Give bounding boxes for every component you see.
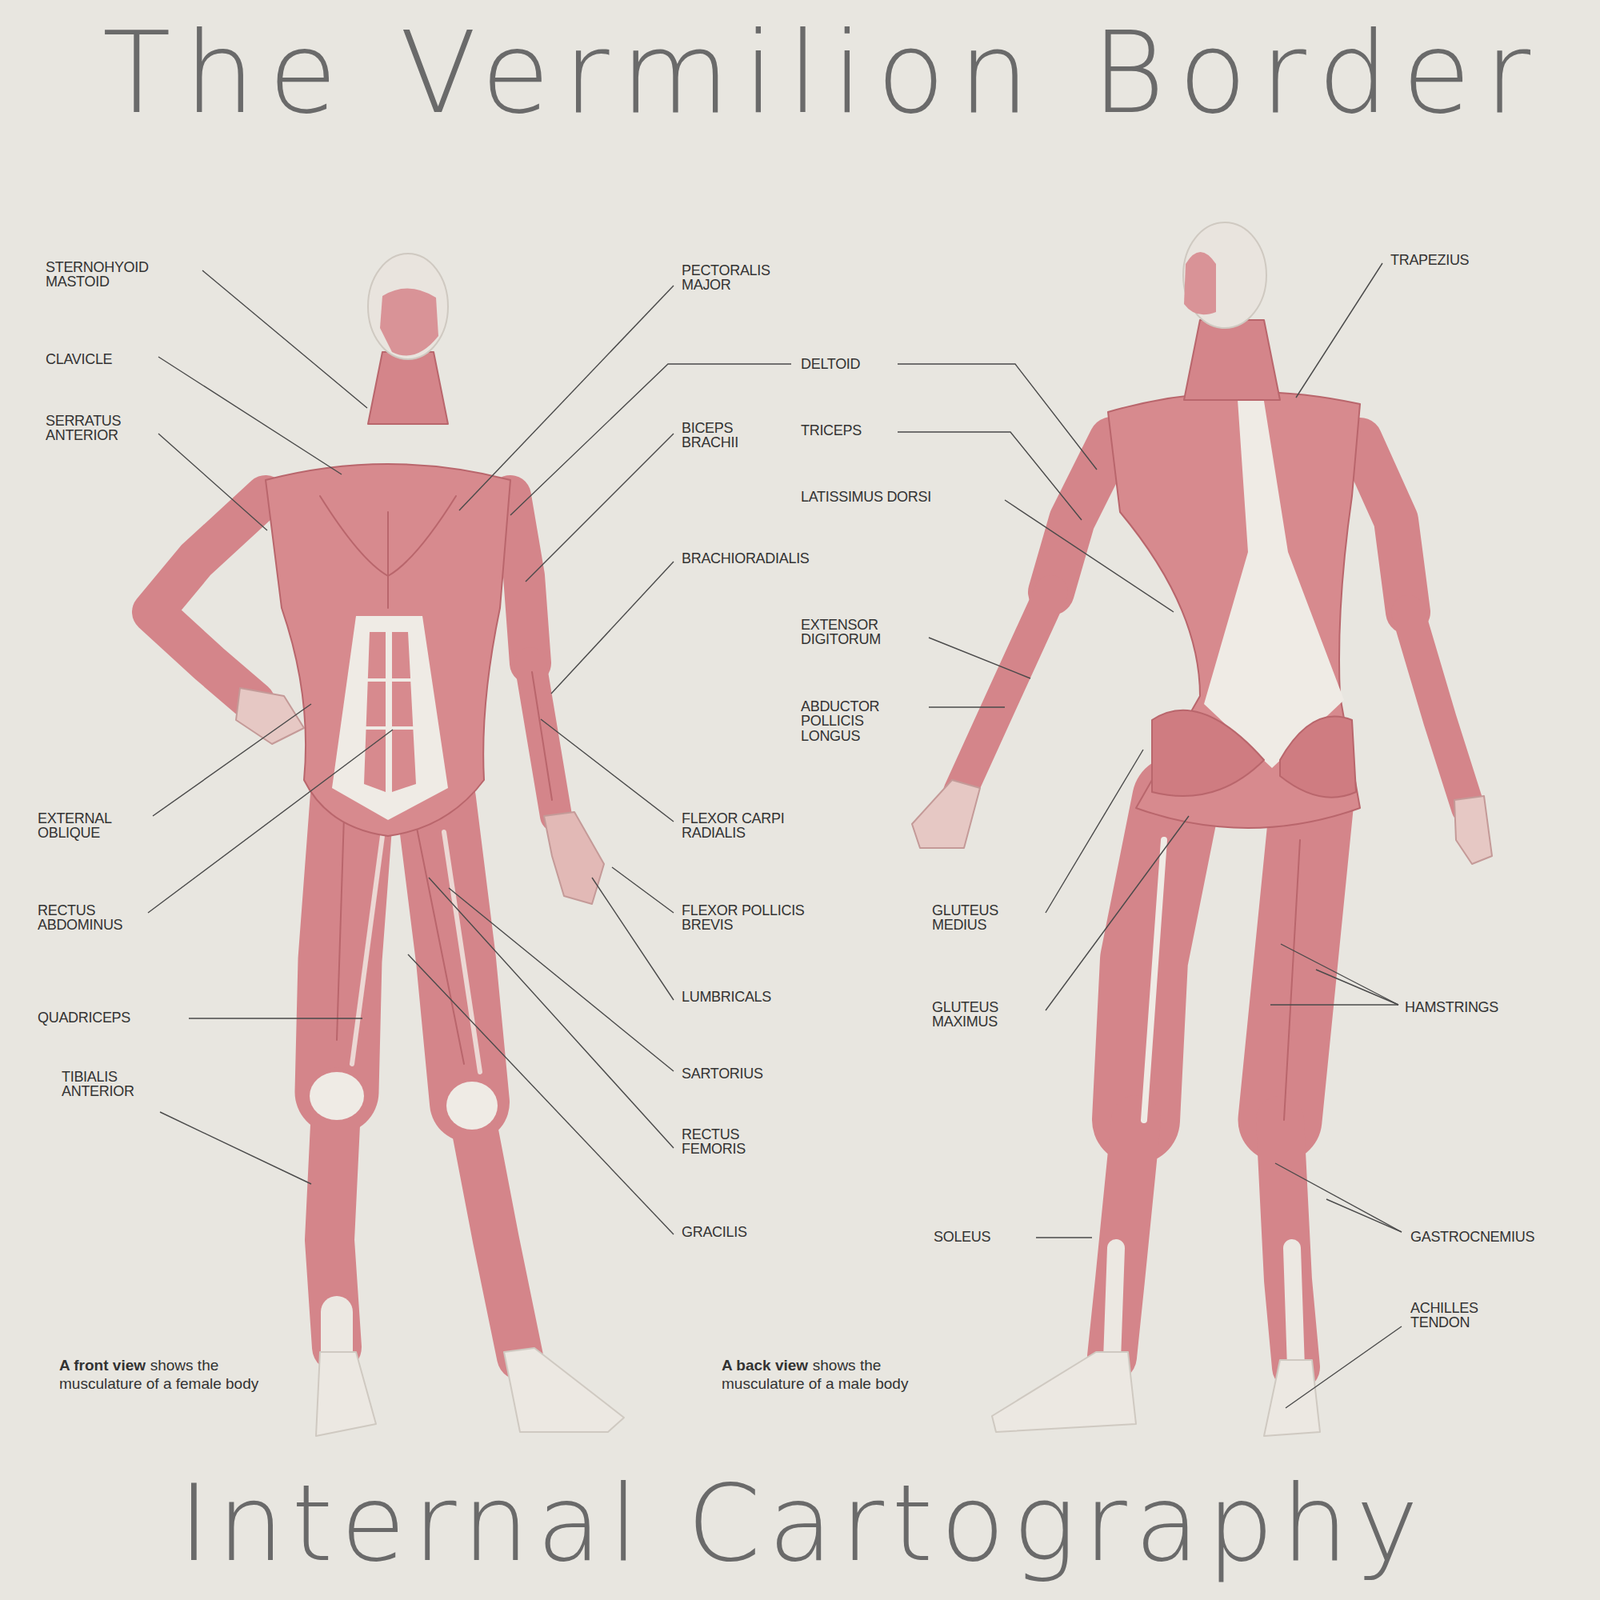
muscle-label: HAMSTRINGS bbox=[1404, 1000, 1499, 1015]
muscle-label: BICEPS BRACHII bbox=[681, 420, 739, 451]
leader-line bbox=[1004, 500, 1174, 612]
muscle-label: LUMBRICALS bbox=[681, 989, 772, 1004]
muscle-label: ACHILLES TENDON bbox=[1410, 1300, 1479, 1331]
leader-line bbox=[202, 270, 368, 408]
muscle-label: SERRATUS ANTERIOR bbox=[45, 413, 121, 444]
leader-line bbox=[1316, 969, 1399, 1005]
leader-line bbox=[1280, 944, 1399, 1005]
leader-line bbox=[1045, 816, 1189, 1011]
muscle-label: EXTERNAL OBLIQUE bbox=[37, 811, 112, 841]
muscle-label: RECTUS FEMORIS bbox=[681, 1127, 746, 1157]
muscle-label: GRACILIS bbox=[681, 1224, 748, 1240]
cover-title: The Vermilion Border bbox=[102, 17, 1544, 130]
leader-line-group bbox=[148, 263, 1402, 1408]
leader-line bbox=[897, 432, 1082, 520]
leader-line bbox=[1275, 1163, 1402, 1232]
muscle-label: EXTENSOR DIGITORUM bbox=[800, 617, 881, 648]
figure-note: A back viewshows the musculature of a ma… bbox=[721, 1356, 962, 1394]
muscle-label: GASTROCNEMIUS bbox=[1410, 1229, 1535, 1244]
leader-line bbox=[188, 1017, 363, 1019]
leader-line bbox=[158, 356, 342, 475]
note-lead: A front view bbox=[59, 1356, 146, 1374]
leader-line bbox=[152, 704, 312, 816]
muscle-label: TIBIALIS ANTERIOR bbox=[61, 1069, 135, 1100]
leader-line bbox=[592, 877, 674, 1000]
leader-line bbox=[897, 364, 1097, 470]
leader-line bbox=[1326, 1199, 1402, 1232]
leader-line bbox=[448, 888, 674, 1072]
leader-line bbox=[540, 719, 674, 822]
leader-line bbox=[459, 285, 674, 511]
leader-line bbox=[928, 637, 1031, 679]
muscle-label: GLUTEUS MEDIUS bbox=[932, 903, 999, 933]
note-lead: A back view bbox=[721, 1356, 808, 1374]
leader-line bbox=[928, 706, 1005, 708]
muscle-label: GLUTEUS MAXIMUS bbox=[932, 1000, 999, 1030]
leader-line bbox=[1270, 1004, 1399, 1005]
back-figure bbox=[912, 222, 1492, 1436]
leader-line bbox=[428, 877, 674, 1148]
leader-line bbox=[1296, 263, 1383, 398]
figure-note: A front viewshows the musculature of a f… bbox=[59, 1356, 300, 1394]
leader-line bbox=[525, 433, 674, 582]
muscle-label: TRAPEZIUS bbox=[1390, 252, 1469, 268]
leader-line bbox=[612, 867, 674, 913]
cover-subtitle: Internal Cartography bbox=[178, 1470, 1426, 1576]
muscle-label: RECTUS ABDOMINUS bbox=[37, 903, 123, 933]
muscle-label: FLEXOR CARPI RADIALIS bbox=[681, 811, 810, 841]
muscle-label: CLAVICLE bbox=[45, 352, 112, 367]
leader-line bbox=[510, 364, 792, 516]
front-figure bbox=[152, 253, 624, 1436]
leader-line bbox=[551, 561, 674, 694]
muscle-label: LATISSIMUS DORSI bbox=[800, 489, 932, 504]
muscle-label: PECTORALIS MAJOR bbox=[681, 263, 771, 293]
muscle-label: FLEXOR POLLICIS BREVIS bbox=[681, 903, 846, 933]
muscle-label: DELTOID bbox=[800, 356, 860, 372]
muscle-label: BRACHIORADIALIS bbox=[681, 551, 810, 566]
leader-line bbox=[1045, 749, 1144, 913]
leader-line bbox=[1036, 1236, 1092, 1238]
leader-line bbox=[148, 729, 393, 913]
muscle-label: SARTORIUS bbox=[681, 1066, 764, 1081]
leader-line bbox=[158, 433, 268, 531]
muscle-label: STERNOHYOID MASTOID bbox=[45, 260, 149, 290]
leader-line bbox=[1285, 1326, 1402, 1408]
leader-line bbox=[160, 1112, 312, 1184]
muscle-label: QUADRICEPS bbox=[37, 1010, 131, 1025]
leader-line bbox=[408, 954, 674, 1235]
muscle-label: TRICEPS bbox=[800, 423, 862, 438]
muscle-label: ABDUCTOR POLLICIS LONGUS bbox=[800, 699, 880, 744]
muscle-label: SOLEUS bbox=[933, 1229, 991, 1244]
